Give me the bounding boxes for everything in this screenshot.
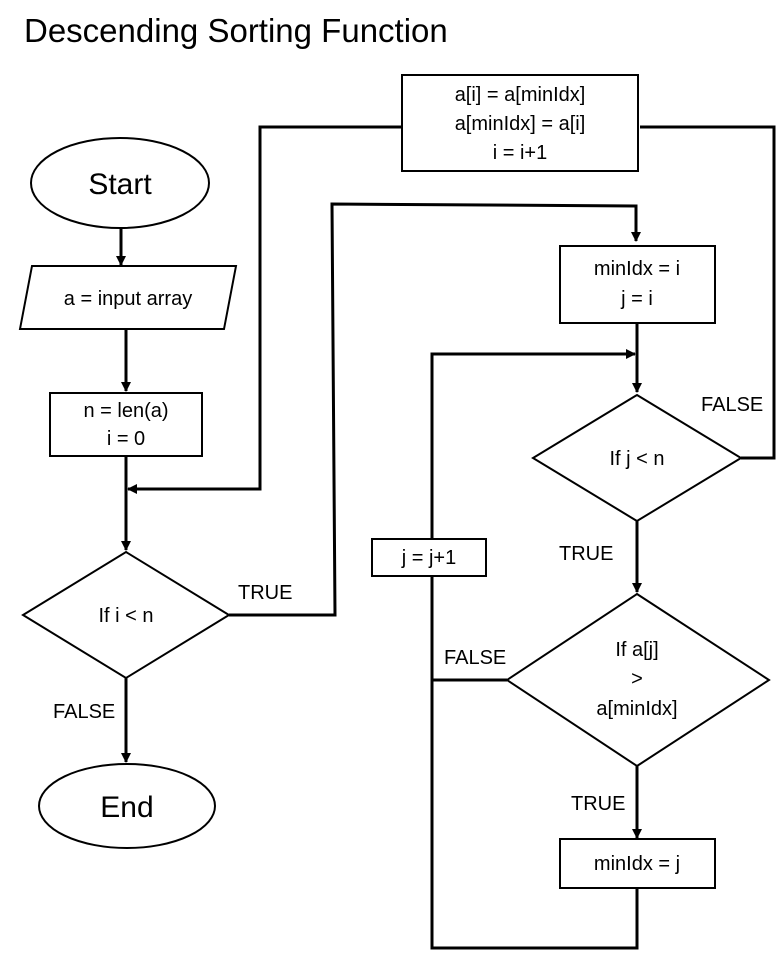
node-swap-line-2: a[minIdx] = a[i] bbox=[455, 113, 586, 135]
node-cond-cmp-line-2: > bbox=[631, 668, 643, 690]
label-cond-i-true: TRUE bbox=[238, 582, 292, 604]
node-init-line-1: n = len(a) bbox=[83, 400, 168, 422]
edge-cond-i-true bbox=[229, 202, 641, 617]
node-cond-cmp-line-1: If a[j] bbox=[615, 639, 658, 661]
node-start: Start bbox=[30, 137, 210, 229]
node-start-label: Start bbox=[88, 168, 152, 201]
label-cond-j-false: FALSE bbox=[701, 394, 763, 416]
edge-cond-j-false bbox=[640, 125, 776, 460]
node-set-min-line-2: j = i bbox=[620, 288, 653, 310]
node-set-min-line-1: minIdx = i bbox=[594, 258, 680, 280]
edge-swap-loop-back bbox=[127, 125, 402, 494]
node-init-line-2: i = 0 bbox=[107, 428, 145, 450]
node-swap: a[i] = a[minIdx] a[minIdx] = a[i] i = i+… bbox=[401, 74, 639, 172]
node-cond-cmp-line-3: a[minIdx] bbox=[596, 698, 677, 720]
node-swap-line-3: i = i+1 bbox=[493, 142, 547, 164]
diagram-title: Descending Sorting Function bbox=[24, 12, 448, 49]
node-cond-j-label: If j < n bbox=[609, 448, 664, 470]
node-update-min: minIdx = j bbox=[559, 838, 716, 889]
label-cond-cmp-false: FALSE bbox=[444, 647, 506, 669]
node-end-label: End bbox=[100, 791, 153, 824]
label-cond-cmp-true: TRUE bbox=[571, 793, 625, 815]
node-init: n = len(a) i = 0 bbox=[49, 392, 203, 457]
connectors bbox=[116, 125, 776, 950]
node-update-min-label: minIdx = j bbox=[594, 853, 680, 875]
node-swap-line-1: a[i] = a[minIdx] bbox=[455, 84, 586, 106]
node-cond-j: If j < n bbox=[531, 393, 743, 523]
node-cond-cmp: If a[j] > a[minIdx] bbox=[505, 592, 771, 768]
node-cond-i: If i < n bbox=[21, 550, 231, 680]
node-increment-j-label: j = j+1 bbox=[401, 547, 456, 569]
node-set-min: minIdx = i j = i bbox=[559, 245, 716, 324]
label-cond-i-false: FALSE bbox=[53, 701, 115, 723]
node-end: End bbox=[38, 763, 216, 849]
label-cond-j-true: TRUE bbox=[559, 543, 613, 565]
node-cond-i-label: If i < n bbox=[98, 605, 153, 627]
edge-j-loop-back bbox=[430, 349, 639, 950]
node-increment-j: j = j+1 bbox=[371, 538, 487, 577]
edge-labels: TRUE FALSE FALSE TRUE FALSE TRUE bbox=[53, 394, 763, 815]
node-input-label: a = input array bbox=[64, 288, 192, 310]
node-input: a = input array bbox=[18, 265, 238, 330]
